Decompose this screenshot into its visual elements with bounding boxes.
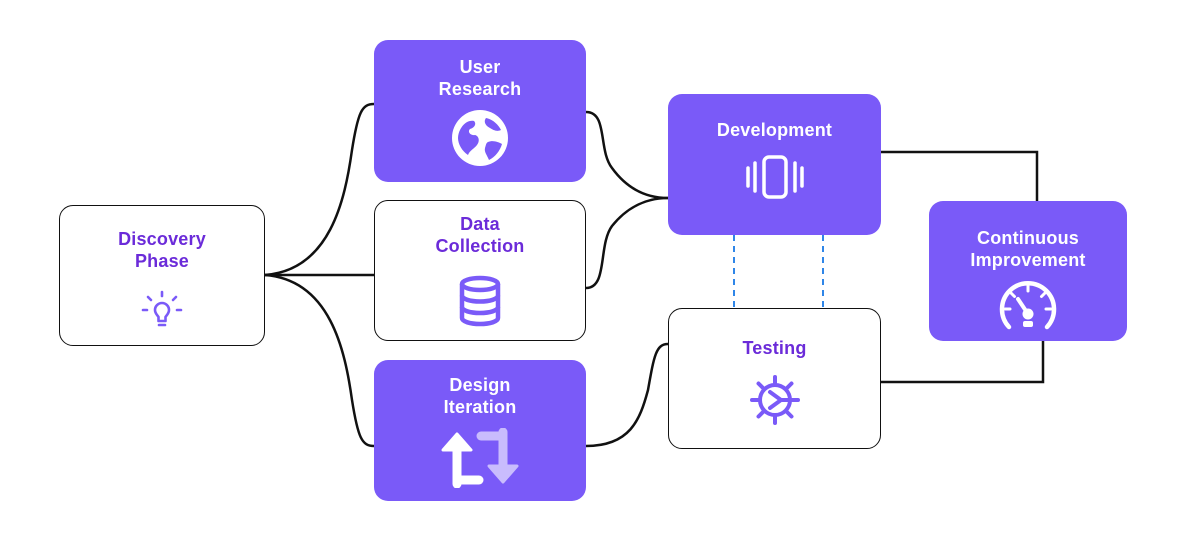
speedometer-icon [997,277,1059,338]
node-user-research-label-line1: User [459,57,501,77]
connector-development-continuous [881,150,1039,201]
lightbulb-icon [138,286,186,337]
connector-design-iteration-testing [585,342,669,448]
node-testing-label: Testing [742,337,806,359]
node-user-research-label-line2: Research [438,79,522,99]
node-testing-label-line1: Testing [742,338,807,358]
node-design-iteration-label-line1: Design [449,375,511,395]
repeat-arrows-icon [435,427,525,493]
globe-icon [450,108,510,173]
node-discovery-label-line1: Discovery [118,229,206,249]
connector-testing-continuous [881,341,1045,384]
node-design-iteration-label: Design Iteration [444,374,517,418]
node-continuous-improvement[interactable]: Continuous Improvement [929,201,1127,341]
node-testing[interactable]: Testing [668,308,881,449]
database-icon [456,275,504,332]
node-design-iteration-label-line2: Iteration [443,397,517,417]
connector-data-collection-development [585,196,669,290]
node-development-label: Development [717,119,832,141]
node-user-research[interactable]: User Research [374,40,586,182]
connector-user-research-development [585,110,669,200]
node-data-collection-label: Data Collection [435,213,524,257]
node-continuous-label: Continuous Improvement [970,227,1085,271]
node-data-collection-label-line1: Data [460,214,500,234]
node-discovery-label: Discovery Phase [118,228,206,272]
connector-discovery-design-iteration [264,273,375,448]
node-discovery-label-line2: Phase [134,251,190,271]
node-design-iteration[interactable]: Design Iteration [374,360,586,501]
node-continuous-label-line1: Continuous [977,228,1079,248]
node-development[interactable]: Development [668,94,881,235]
node-user-research-label: User Research [439,56,522,100]
connector-discovery-user-research [264,102,375,277]
gear-icon [748,373,802,432]
node-discovery-phase[interactable]: Discovery Phase [59,205,265,346]
node-data-collection-label-line2: Collection [435,236,525,256]
carousel-icon [745,154,805,205]
node-data-collection[interactable]: Data Collection [374,200,586,341]
node-development-label-line1: Development [716,120,833,140]
node-continuous-label-line2: Improvement [970,250,1086,270]
